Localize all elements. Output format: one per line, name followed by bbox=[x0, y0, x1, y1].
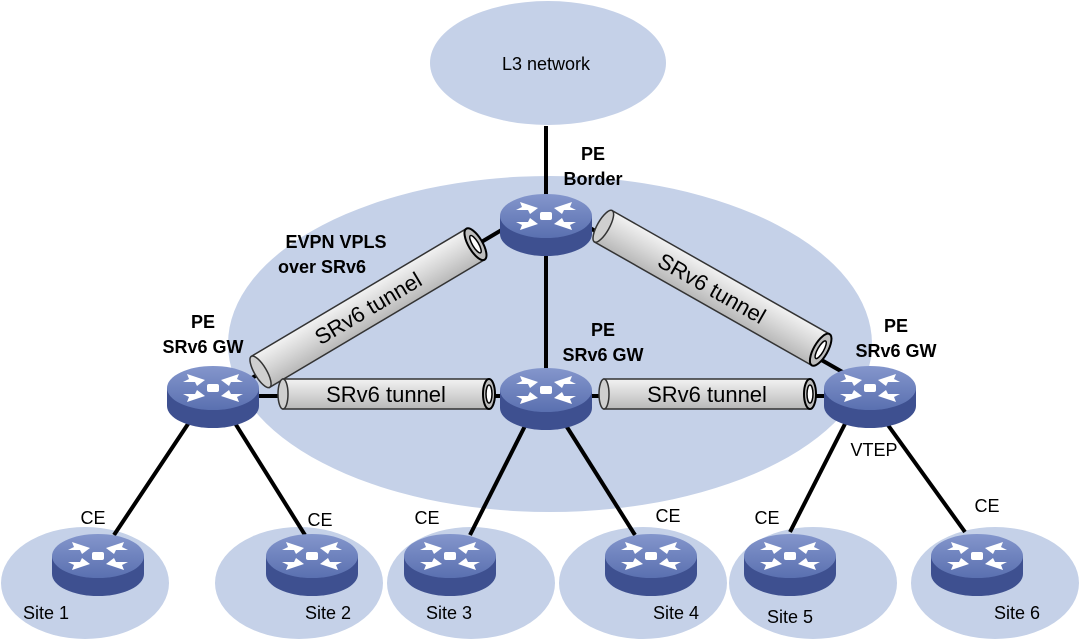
router-ce2-icon bbox=[265, 533, 359, 597]
border-pe-line2: Border bbox=[563, 169, 622, 189]
link-left-ce2 bbox=[226, 410, 307, 537]
site-label: Site 2 bbox=[305, 603, 351, 623]
ce-label: CE bbox=[655, 506, 680, 526]
gw-right-line2: SRv6 GW bbox=[855, 341, 936, 361]
router-ce1-icon bbox=[51, 533, 145, 597]
gw-right-line1: PE bbox=[884, 316, 908, 336]
gw-mid-line2: SRv6 GW bbox=[562, 345, 643, 365]
site-label: Site 4 bbox=[653, 603, 699, 623]
site-label: Site 6 bbox=[994, 603, 1040, 623]
srv6-domain bbox=[228, 176, 872, 512]
site-label: Site 5 bbox=[767, 607, 813, 627]
gw-left-line2: SRv6 GW bbox=[162, 337, 243, 357]
router-gw-mid-icon bbox=[499, 367, 593, 431]
link-right-ce6 bbox=[878, 412, 967, 534]
router-gw-left-icon bbox=[166, 365, 260, 429]
router-ce6-icon bbox=[930, 533, 1024, 597]
router-gw-right-icon bbox=[823, 365, 917, 429]
router-ce4-icon bbox=[604, 533, 698, 597]
link-right-ce5 bbox=[788, 413, 852, 533]
ce-label: CE bbox=[754, 508, 779, 528]
router-ce3-icon bbox=[403, 533, 497, 597]
ce-label: CE bbox=[974, 496, 999, 516]
link-mid-ce3 bbox=[468, 415, 532, 536]
tunnel-left-horizontal: SRv6 tunnel bbox=[277, 378, 496, 410]
site-label: Site 1 bbox=[23, 603, 69, 623]
ce-label: CE bbox=[307, 510, 332, 530]
tunnel-right-horizontal: SRv6 tunnel bbox=[598, 378, 817, 410]
cloud-label: L3 network bbox=[502, 54, 591, 74]
tunnel-label: SRv6 tunnel bbox=[326, 382, 446, 407]
gw-left-line1: PE bbox=[191, 312, 215, 332]
tunnel-label: SRv6 tunnel bbox=[647, 382, 767, 407]
ce-label: CE bbox=[80, 508, 105, 528]
link-mid-ce4 bbox=[558, 414, 637, 537]
gw-mid-line1: PE bbox=[591, 320, 615, 340]
router-ce5-icon bbox=[743, 533, 837, 597]
border-pe-line1: PE bbox=[581, 144, 605, 164]
vtep-label: VTEP bbox=[850, 440, 897, 460]
site-label: Site 3 bbox=[426, 603, 472, 623]
evpn-label-line2: over SRv6 bbox=[278, 257, 366, 277]
l3-network-cloud bbox=[430, 1, 666, 125]
router-border-icon bbox=[499, 193, 593, 257]
ce-label: CE bbox=[414, 508, 439, 528]
evpn-label-line1: EVPN VPLS bbox=[285, 232, 386, 252]
link-left-ce1 bbox=[112, 410, 198, 537]
